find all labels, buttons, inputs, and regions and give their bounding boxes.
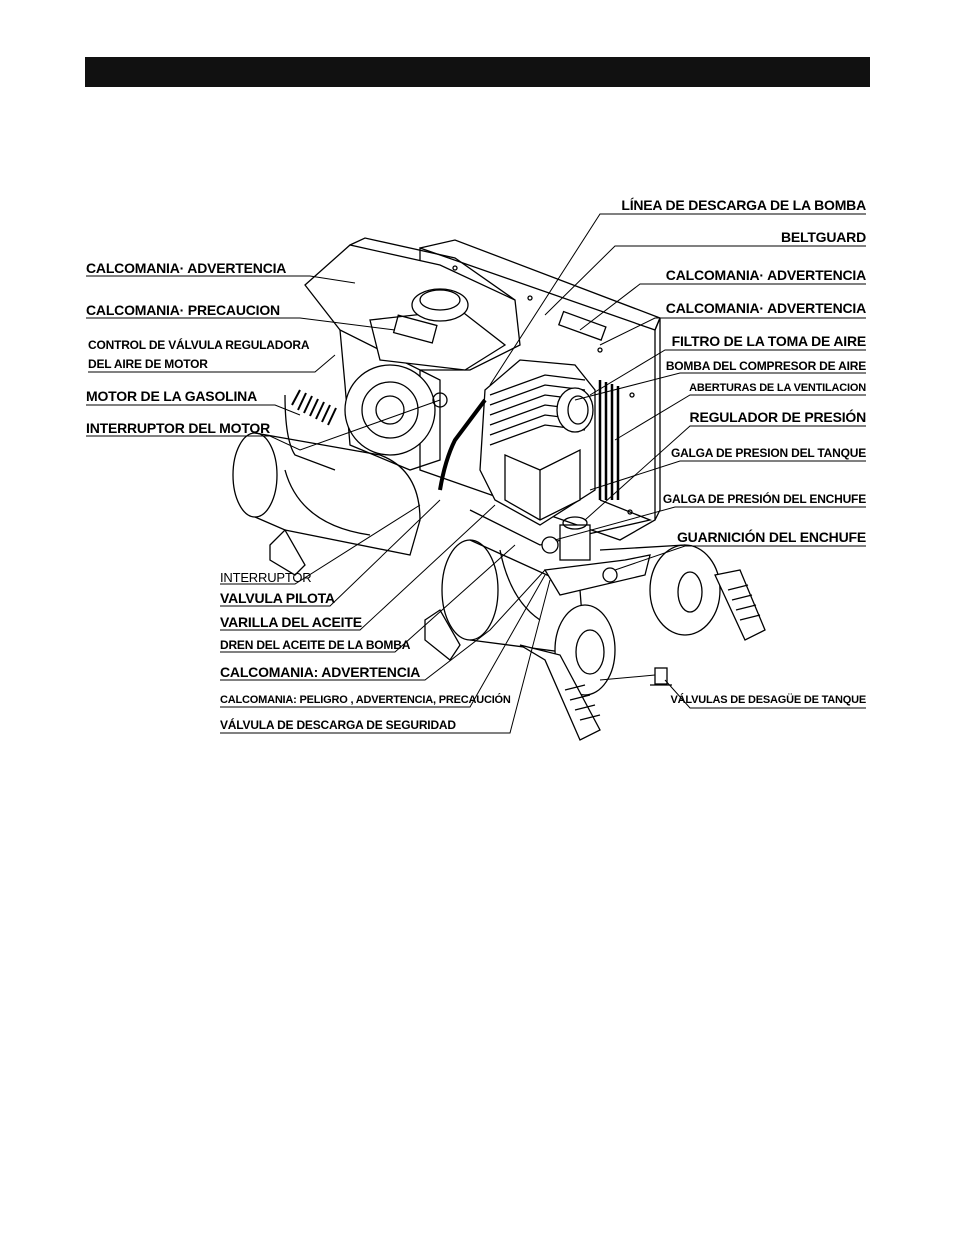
label-regulador: REGULADOR DE PRESIÓN bbox=[689, 409, 867, 425]
label-linea-descarga: LÍNEA DE DESCARGA DE LA BOMBA bbox=[621, 197, 866, 213]
label-valvula-descarga: VÁLVULA DE DESCARGA DE SEGURIDAD bbox=[220, 718, 456, 732]
label-dren-aceite: DREN DEL ACEITE DE LA BOMBA bbox=[220, 638, 411, 652]
label-interruptor-motor: INTERRUPTOR DEL MOTOR bbox=[86, 420, 271, 436]
label-calcomania-precaucion: CALCOMANIA· PRECAUCION bbox=[86, 302, 280, 318]
label-calcomania-advertencia-r2: CALCOMANIA· ADVERTENCIA bbox=[665, 300, 866, 316]
label-varilla-aceite: VARILLA DEL ACEITE bbox=[220, 614, 362, 630]
label-valvula-pilota: VALVULA PILOTA bbox=[220, 590, 335, 606]
label-aberturas: ABERTURAS DE LA VENTILACION bbox=[689, 382, 866, 394]
label-filtro-toma: FILTRO DE LA TOMA DE AIRE bbox=[671, 333, 867, 349]
label-bomba-compresor: BOMBA DEL COMPRESOR DE AIRE bbox=[665, 359, 866, 373]
label-control-valvula-line1: CONTROL DE VÁLVULA REGULADORA bbox=[88, 338, 310, 352]
label-galga-enchufe: GALGA DE PRESIÓN DEL ENCHUFE bbox=[662, 492, 866, 506]
label-calcomania-advertencia-bottom: CALCOMANIA: ADVERTENCIA bbox=[220, 664, 421, 680]
label-guarnicion: GUARNICIÓN DEL ENCHUFE bbox=[676, 529, 866, 545]
label-control-valvula-line2: DEL AIRE DE MOTOR bbox=[88, 357, 208, 371]
label-beltguard: BELTGUARD bbox=[780, 229, 866, 245]
label-calcomania-advertencia: CALCOMANIA· ADVERTENCIA bbox=[86, 260, 287, 276]
label-calcomania-advertencia-r1: CALCOMANIA· ADVERTENCIA bbox=[665, 267, 866, 283]
label-calcomania-peligro: CALCOMANIA: PELIGRO , ADVERTENCIA, PRECA… bbox=[220, 694, 511, 706]
label-valvulas-desague: VÁLVULAS DE DESAGÜE DE TANQUE bbox=[670, 694, 867, 706]
label-galga-tanque: GALGA DE PRESION DEL TANQUE bbox=[670, 446, 866, 460]
label-interruptor: INTERRUPTOR bbox=[220, 570, 312, 585]
label-motor-gasolina: MOTOR DE LA GASOLINA bbox=[86, 388, 258, 404]
header-bar bbox=[85, 57, 870, 87]
